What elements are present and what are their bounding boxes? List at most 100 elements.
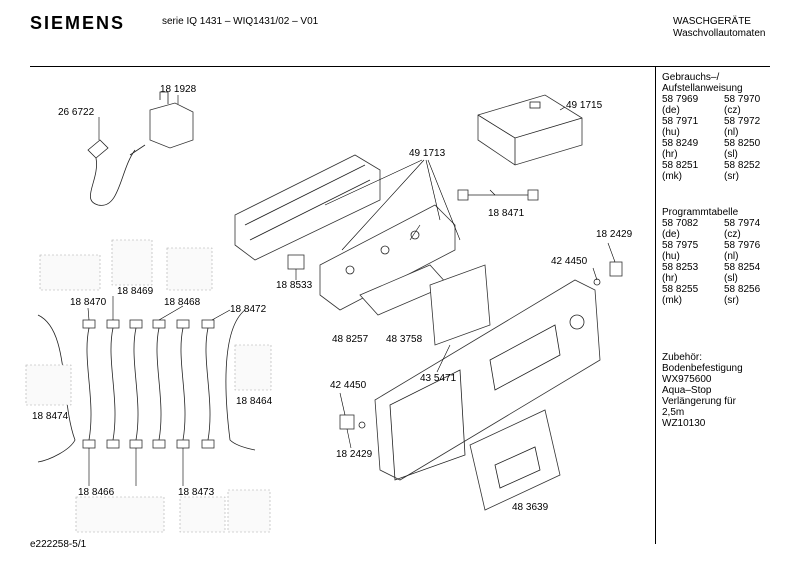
- manual-cell: (mk): [662, 171, 682, 182]
- program-cell: 58 7974: [724, 218, 761, 229]
- label-188470: 18 8470: [70, 297, 107, 308]
- label-491715: 49 1715: [566, 100, 603, 111]
- manual-cell: 58 8251: [662, 160, 699, 171]
- program-title: Programmtabelle: [662, 207, 739, 218]
- manual-cell: 58 7969: [662, 94, 699, 105]
- label-188472: 18 8472: [230, 304, 267, 315]
- program-cell: 58 8254: [724, 262, 761, 273]
- label-188471: 18 8471: [488, 208, 525, 219]
- label-181928: 18 1928: [160, 84, 197, 95]
- clip-top: [609, 261, 623, 277]
- circuit-board: [319, 204, 456, 311]
- label-488257: 48 8257: [332, 334, 369, 345]
- label-182429-bottom: 18 2429: [336, 449, 373, 460]
- washer-bottom: [358, 421, 366, 429]
- power-cord: [87, 139, 146, 206]
- category: WASCHGERÄTE Waschvollautomaten: [673, 16, 765, 40]
- cable-harness-group: [37, 309, 256, 463]
- program-cell: (mk): [662, 295, 682, 306]
- leader-lines: [87, 95, 616, 486]
- program-cell: (de): [662, 229, 680, 240]
- label-182429-top: 18 2429: [596, 229, 633, 240]
- manual-cell: (sl): [724, 149, 738, 160]
- control-module-491715: [477, 94, 583, 166]
- category-line-1: WASCHGERÄTE: [673, 16, 751, 27]
- label-188468: 18 8468: [164, 297, 201, 308]
- manual-list: 58 7969 58 7970 (de) (cz) 58 7971 58 7972 (hu)…: [662, 94, 784, 182]
- manual-cell: 58 7970: [724, 94, 761, 105]
- program-cell: (hr): [662, 273, 678, 284]
- inset-188473b: [227, 489, 271, 533]
- front-panel-435471: [374, 279, 601, 481]
- manual-cell: (hu): [662, 127, 680, 138]
- manual-cell: 58 8249: [662, 138, 699, 149]
- inset-188470: [39, 254, 101, 291]
- manual-cell: 58 8252: [724, 160, 761, 171]
- program-cell: 58 7082: [662, 218, 699, 229]
- label-483639: 48 3639: [512, 502, 549, 513]
- manual-title-2: Aufstellanweisung: [662, 83, 743, 94]
- label-424450-top: 42 4450: [551, 256, 588, 267]
- manual-title-1: Gebrauchs–/: [662, 72, 720, 83]
- footer-code: e222258-5/1: [30, 539, 87, 550]
- program-cell: (sr): [724, 295, 739, 306]
- actuator-188533: [287, 254, 305, 270]
- program-cell: 58 7976: [724, 240, 761, 251]
- program-cell: (hu): [662, 251, 680, 262]
- label-435471: 43 5471: [420, 373, 457, 384]
- label-188469: 18 8469: [117, 286, 154, 297]
- accessory-line: Bodenbefestigung: [662, 363, 743, 374]
- manual-cell: 58 7971: [662, 116, 699, 127]
- program-cell: (nl): [724, 251, 739, 262]
- electronic-frame: [234, 154, 381, 261]
- manual-cell: 58 7972: [724, 116, 761, 127]
- label-188533: 18 8533: [276, 280, 313, 291]
- inset-188468: [166, 247, 213, 291]
- inset-188464: [234, 344, 272, 391]
- sidebar-divider: [655, 66, 656, 544]
- manual-cell: (hr): [662, 149, 678, 160]
- manual-cell: (sr): [724, 171, 739, 182]
- dispenser-handle-483639: [469, 409, 561, 511]
- accessory-line: WZ10130: [662, 418, 706, 429]
- clip-bottom: [339, 414, 355, 430]
- washer-top: [593, 278, 601, 286]
- display-window-483758: [429, 264, 491, 346]
- label-188466: 18 8466: [78, 487, 115, 498]
- accessory-line: WX975600: [662, 374, 712, 385]
- inset-188469: [111, 239, 153, 286]
- inset-188466: [75, 496, 165, 533]
- program-cell: 58 7975: [662, 240, 699, 251]
- inset-188473a: [179, 496, 226, 533]
- label-188473: 18 8473: [178, 487, 215, 498]
- manual-cell: (de): [662, 105, 680, 116]
- header-divider: [30, 66, 770, 67]
- program-cell: 58 8253: [662, 262, 699, 273]
- brand-logo: SIEMENS: [30, 13, 126, 33]
- series-title: serie IQ 1431 – WIQ1431/02 – V01: [162, 16, 319, 27]
- label-424450-bottom: 42 4450: [330, 380, 367, 391]
- interference-filter: [149, 91, 194, 149]
- manual-cell: 58 8250: [724, 138, 761, 149]
- label-188474: 18 8474: [32, 411, 69, 422]
- label-188464: 18 8464: [236, 396, 273, 407]
- program-list: 58 7082 58 7974 (de) (cz) 58 7975 58 7976 (hu)…: [662, 218, 784, 306]
- program-cell: 58 8256: [724, 284, 761, 295]
- inset-188474: [25, 364, 72, 406]
- label-266722: 26 6722: [58, 107, 95, 118]
- accessory-line: Verlängerung für: [662, 396, 736, 407]
- program-cell: (cz): [724, 229, 741, 240]
- program-cell: (sl): [724, 273, 738, 284]
- manual-cell: (cz): [724, 105, 741, 116]
- accessory-line: Zubehör:: [662, 352, 703, 363]
- label-491713: 49 1713: [409, 148, 446, 159]
- accessory-line: Aqua–Stop: [662, 385, 712, 396]
- label-483758: 48 3758: [386, 334, 423, 345]
- accessory-line: 2,5m: [662, 407, 685, 418]
- program-cell: 58 8255: [662, 284, 699, 295]
- cable-188471: [457, 189, 539, 201]
